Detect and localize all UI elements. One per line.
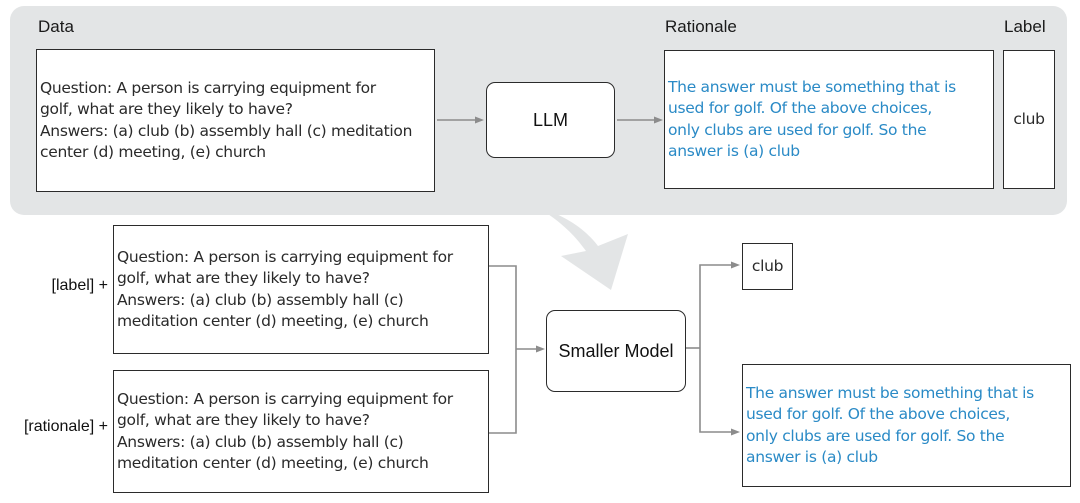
output-rationale-text: The answer must be something that is use… xyxy=(746,383,1034,467)
label-input-text: Question: A person is carrying equipment… xyxy=(117,247,453,331)
rationale-prefix: [rationale] + xyxy=(23,418,108,435)
arrowhead-icon xyxy=(654,116,663,124)
bracket-inputs xyxy=(488,265,517,434)
smaller-model-label: Smaller Model xyxy=(558,340,674,361)
llm-label: LLM xyxy=(532,109,568,130)
big-curved-arrow-icon xyxy=(548,214,628,290)
smaller-model-node: Smaller Model xyxy=(546,310,686,392)
header-rationale: Rationale xyxy=(665,17,737,36)
arrowhead-icon xyxy=(731,261,740,269)
rationale-input-box: Question: A person is carrying equipment… xyxy=(113,370,489,493)
label-box: club xyxy=(1003,50,1055,189)
arrowhead-icon xyxy=(536,345,545,353)
header-label: Label xyxy=(1004,17,1046,36)
output-label-box: club xyxy=(742,243,793,290)
rationale-input-text: Question: A person is carrying equipment… xyxy=(117,389,453,473)
arrowhead-icon xyxy=(731,428,740,436)
bracket-outputs xyxy=(699,264,734,433)
header-data: Data xyxy=(38,17,74,36)
label-text: club xyxy=(1013,109,1045,128)
label-prefix: [label] + xyxy=(51,277,108,294)
question-text: Question: A person is carrying equipment… xyxy=(40,78,413,162)
llm-node: LLM xyxy=(486,82,615,158)
output-label-text: club xyxy=(751,256,784,275)
rationale-text: The answer must be something that is use… xyxy=(668,77,956,161)
arrowhead-icon xyxy=(475,116,484,124)
data-question-box: Question: A person is carrying equipment… xyxy=(36,49,435,192)
output-rationale-box: The answer must be something that is use… xyxy=(742,364,1071,487)
rationale-box: The answer must be something that is use… xyxy=(664,50,994,189)
label-input-box: Question: A person is carrying equipment… xyxy=(113,225,489,354)
